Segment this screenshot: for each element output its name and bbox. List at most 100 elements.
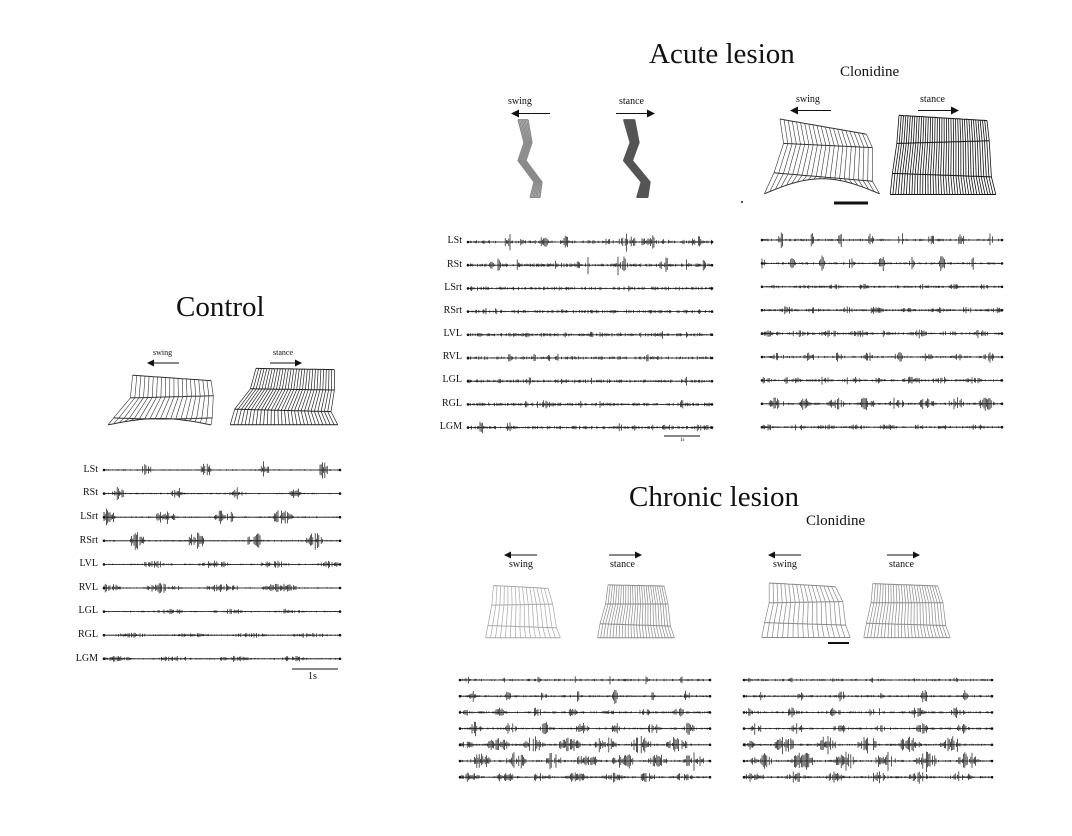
stick-lines <box>889 114 997 195</box>
emg-trace <box>466 376 714 386</box>
acute-channel-label: LGM <box>439 421 462 432</box>
swing-arrow-icon <box>147 359 179 367</box>
emg-trace <box>760 397 1004 411</box>
emg-trace <box>466 400 714 409</box>
stance-arrow-icon <box>918 106 959 115</box>
stick-lines <box>622 119 651 198</box>
acute-swing-stick-diagram <box>517 119 543 198</box>
emg-trace <box>760 255 1004 272</box>
acute-clonidine-stance-stick-diagram <box>889 114 997 195</box>
control-stance-stick-diagram <box>229 367 339 426</box>
chronic-clonidine-stance-label: stance <box>889 559 914 570</box>
stick-lines <box>108 374 214 426</box>
emg-trace <box>742 677 994 683</box>
control-channel-label: LVL <box>79 558 98 569</box>
chronic-clonidine-swing-stick-diagram <box>761 582 851 638</box>
emg-trace <box>458 772 712 783</box>
emg-trace <box>102 583 342 594</box>
acute-clonidine-label: Clonidine <box>840 64 900 80</box>
stick-lines <box>761 582 851 638</box>
emg-trace <box>458 752 712 771</box>
emg-trace <box>466 233 714 252</box>
chronic-stance-label: stance <box>610 559 635 570</box>
control-channel-label: RSt <box>82 487 98 498</box>
stance-arrow-icon <box>270 359 302 367</box>
emg-trace <box>742 771 994 784</box>
emg-trace <box>742 736 994 755</box>
acute-clonidine-scale-bar <box>834 201 868 205</box>
stick-lines <box>229 367 339 426</box>
acute-channel-label: LSrt <box>444 282 462 293</box>
emg-trace <box>742 707 994 719</box>
emg-trace <box>458 707 712 717</box>
emg-trace <box>742 723 994 735</box>
chronic-clonidine-label: Clonidine <box>806 513 866 529</box>
acute-channel-label: RSt <box>446 259 462 270</box>
emg-trace <box>760 232 1004 249</box>
acute-clonidine-stance-label: stance <box>920 94 945 105</box>
chronic-lesion-title: Chronic lesion <box>629 481 799 513</box>
emg-trace <box>742 690 994 703</box>
stance-arrow-icon <box>887 551 920 559</box>
emg-trace <box>102 632 342 638</box>
emg-trace <box>102 608 342 615</box>
chronic-clonidine-stance-stick-diagram <box>863 583 951 639</box>
control-time-scale-bar <box>292 668 338 670</box>
acute-channel-label: LGL <box>442 374 462 385</box>
chronic-clonidine-swing-label: swing <box>773 559 797 570</box>
stick-lines <box>863 583 951 639</box>
emg-trace <box>102 655 342 662</box>
chronic-stance-stick-diagram <box>597 584 675 639</box>
stick-lines <box>485 585 561 639</box>
chronic-clonidine-emg-traces <box>742 677 994 784</box>
emg-trace <box>760 424 1004 431</box>
control-channel-label: RGL <box>78 629 98 640</box>
stick-lines <box>517 119 543 198</box>
acute-clonidine-swing-stick-diagram <box>764 118 880 195</box>
acute-lesion-title: Acute lesion <box>649 38 795 70</box>
control-swing-label: swing <box>153 348 173 357</box>
acute-time-scale-label: 1s <box>680 438 685 443</box>
emg-trace <box>760 329 1004 339</box>
chronic-emg-traces <box>458 676 712 783</box>
emg-trace <box>102 532 342 550</box>
control-channel-label: LGL <box>78 605 98 616</box>
acute-time-scale-bar <box>664 435 700 437</box>
emg-trace <box>760 306 1004 315</box>
emg-trace <box>466 421 714 434</box>
emg-trace <box>102 560 342 569</box>
stance-arrow-icon <box>609 551 642 559</box>
stick-lines <box>597 584 675 639</box>
chronic-swing-label: swing <box>509 559 533 570</box>
emg-trace <box>102 461 342 479</box>
control-channel-label: LSrt <box>80 511 98 522</box>
swing-arrow-icon <box>511 109 550 118</box>
acute-clonidine-swing-label: swing <box>796 94 820 105</box>
emg-trace <box>466 256 714 276</box>
control-time-scale-label: 1s <box>308 671 317 682</box>
emg-trace <box>466 308 714 315</box>
emg-trace <box>760 352 1004 363</box>
stray-mark <box>741 201 743 203</box>
emg-trace <box>760 283 1004 290</box>
emg-trace <box>742 751 994 772</box>
acute-stance-label: stance <box>619 96 644 107</box>
swing-arrow-icon <box>768 551 801 559</box>
stick-lines <box>764 118 880 195</box>
acute-stance-stick-diagram <box>622 119 651 198</box>
control-emg-traces <box>102 461 342 662</box>
control-channel-label: RSrt <box>79 535 98 546</box>
control-swing-stick-diagram <box>108 374 214 426</box>
acute-channel-label: LVL <box>443 328 462 339</box>
acute-channel-label: RSrt <box>443 305 462 316</box>
emg-trace <box>458 676 712 685</box>
control-title: Control <box>176 291 265 323</box>
chronic-swing-stick-diagram <box>485 585 561 639</box>
control-channel-label: LSt <box>83 464 98 475</box>
acute-swing-label: swing <box>508 96 532 107</box>
emg-trace <box>466 353 714 362</box>
swing-arrow-icon <box>504 551 537 559</box>
control-channel-label: LGM <box>75 653 98 664</box>
acute-channel-label: RVL <box>442 351 462 362</box>
acute-channel-label: LSt <box>447 235 462 246</box>
